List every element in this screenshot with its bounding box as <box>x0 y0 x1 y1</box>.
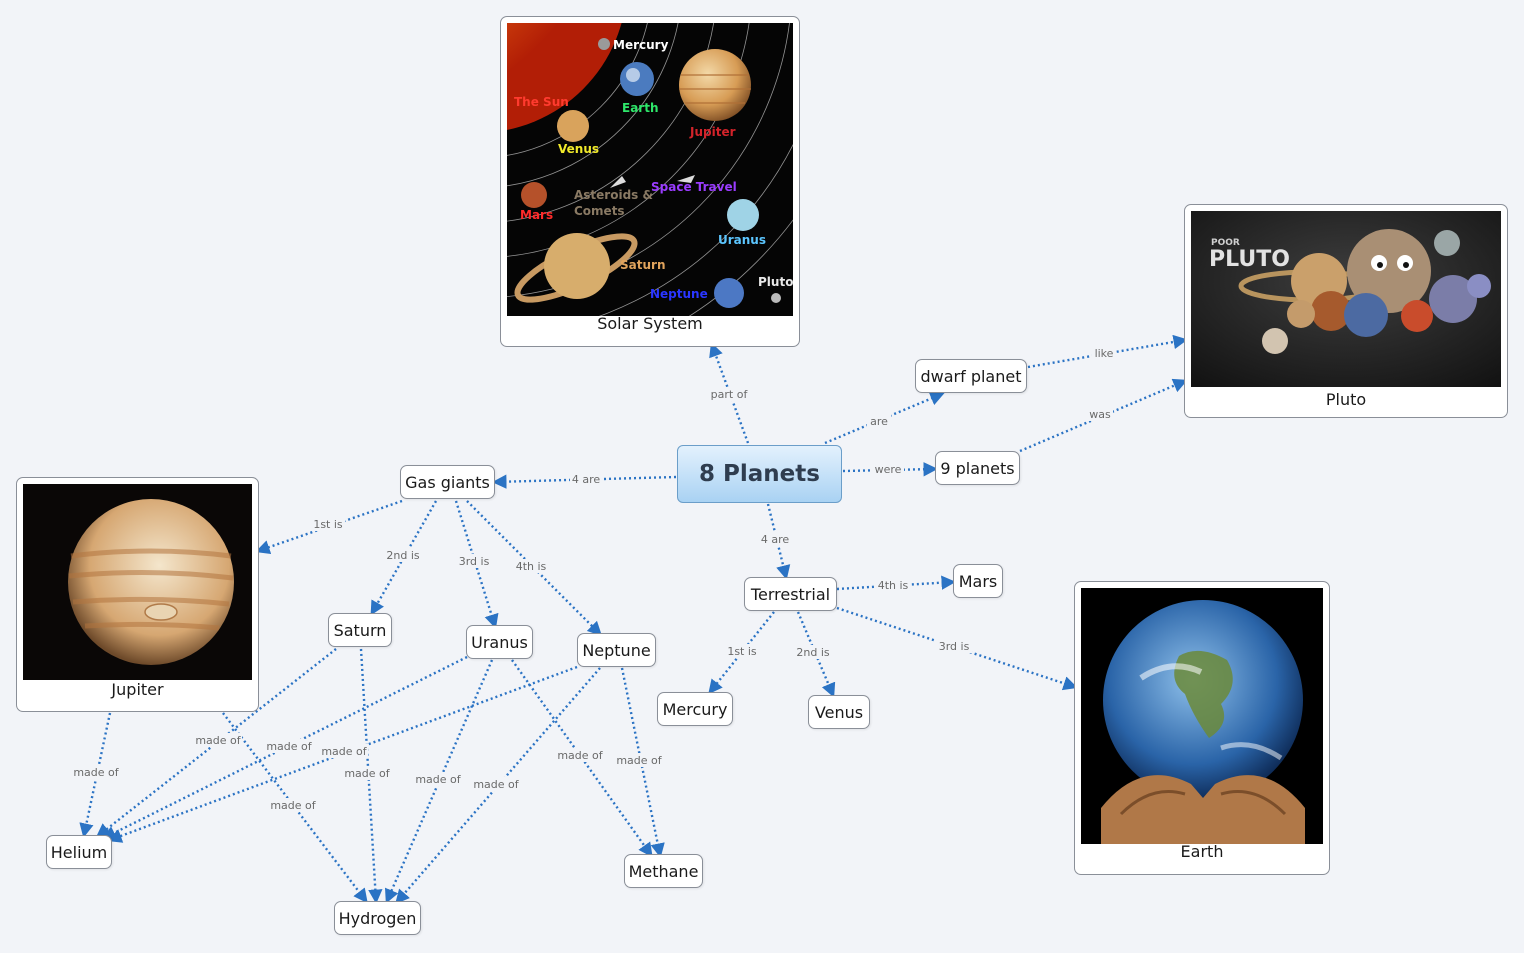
ss-label-earth: Earth <box>622 101 659 115</box>
card-jupiter[interactable]: Jupiter <box>16 477 259 712</box>
card-pluto[interactable]: POOR PLUTO Pluto <box>1184 204 1508 418</box>
node-venus[interactable]: Venus <box>808 695 870 729</box>
pluto-image-text-1: POOR <box>1211 238 1240 248</box>
label-1st-is-jupiter: 1st is <box>313 518 343 531</box>
label-made-of-uranus-hydrogen: made of <box>415 773 461 786</box>
edge-4th-is-neptune <box>466 500 603 637</box>
label-were: were <box>875 463 902 476</box>
ss-label-asteroids-2: Comets <box>574 204 625 218</box>
label-made-of-uranus-helium: made of <box>266 740 312 753</box>
edge-like <box>1027 334 1188 369</box>
label-made-of-jupiter-hydrogen: made of <box>270 799 316 812</box>
label-4-are-gas: 4 are <box>572 473 601 486</box>
edge-are <box>824 391 945 445</box>
label-made-of-uranus-methane: made of <box>557 749 603 762</box>
label-like: like <box>1095 347 1114 360</box>
pluto-image-text-2: PLUTO <box>1209 247 1290 272</box>
label-made-of-jupiter-helium: made of <box>73 766 119 779</box>
node-saturn[interactable]: Saturn <box>328 613 392 647</box>
edge-neptune-helium <box>107 665 578 843</box>
node-mercury[interactable]: Mercury <box>657 692 733 726</box>
label-4-are-terrestrial: 4 are <box>761 533 790 546</box>
node-neptune[interactable]: Neptune <box>577 633 656 667</box>
card-solar-system[interactable]: Mercury The Sun Earth Jupiter Venus Aste… <box>500 16 800 347</box>
label-part-of: part of <box>711 388 749 401</box>
ss-label-uranus: Uranus <box>718 233 766 247</box>
node-dwarf-planet[interactable]: dwarf planet <box>915 359 1027 393</box>
ss-label-mars: Mars <box>520 208 553 222</box>
label-4th-is-mars: 4th is <box>878 579 909 592</box>
edge-jupiter-helium <box>79 712 112 838</box>
ss-label-mercury: Mercury <box>613 38 669 52</box>
solar-system-image: Mercury The Sun Earth Jupiter Venus Aste… <box>507 23 793 316</box>
edge-labels: part of are were 4 are 4 are like was 1s… <box>72 346 1116 812</box>
caption-pluto: Pluto <box>1325 390 1367 409</box>
ss-label-space-travel: Space Travel <box>651 180 737 194</box>
sun-shape <box>507 23 622 130</box>
jupiter-image <box>23 484 252 680</box>
label-3rd-is-uranus: 3rd is <box>459 555 490 568</box>
caption-earth: Earth <box>1180 842 1224 861</box>
label-was: was <box>1089 408 1111 421</box>
node-mars[interactable]: Mars <box>953 564 1003 598</box>
node-helium[interactable]: Helium <box>46 835 112 869</box>
label-1st-is-mercury: 1st is <box>727 645 757 658</box>
ss-label-neptune: Neptune <box>650 287 708 301</box>
label-made-of-neptune-methane: made of <box>616 754 662 767</box>
caption-solar-system: Solar System <box>597 314 703 333</box>
ss-label-asteroids-1: Asteroids & <box>574 188 653 202</box>
label-3rd-is-earth: 3rd is <box>939 640 970 653</box>
node-terrestrial[interactable]: Terrestrial <box>744 577 837 611</box>
label-made-of-neptune-hydrogen: made of <box>473 778 519 791</box>
edge-jupiter-hydrogen <box>222 712 368 904</box>
node-hydrogen[interactable]: Hydrogen <box>334 901 421 935</box>
node-9-planets[interactable]: 9 planets <box>935 451 1020 485</box>
label-made-of-saturn-helium: made of <box>195 734 241 747</box>
label-are: are <box>870 415 888 428</box>
label-2nd-is-venus: 2nd is <box>796 646 830 659</box>
label-2nd-is-saturn: 2nd is <box>386 549 420 562</box>
ss-label-jupiter: Jupiter <box>689 125 736 139</box>
ss-label-venus: Venus <box>558 142 599 156</box>
ss-label-pluto: Pluto <box>758 275 793 289</box>
label-made-of-neptune-helium: made of <box>321 745 367 758</box>
node-methane[interactable]: Methane <box>624 854 703 888</box>
caption-jupiter: Jupiter <box>111 680 164 699</box>
edge-4th-is-mars <box>836 575 956 591</box>
node-uranus[interactable]: Uranus <box>466 625 533 659</box>
label-made-of-saturn-hydrogen: made of <box>344 767 390 780</box>
label-4th-is-neptune: 4th is <box>516 560 547 573</box>
ss-label-saturn: Saturn <box>620 258 665 272</box>
card-earth[interactable]: Earth <box>1074 581 1330 875</box>
pluto-image: POOR PLUTO <box>1191 211 1501 387</box>
central-node[interactable]: 8 Planets <box>677 445 842 503</box>
earth-image <box>1081 588 1323 844</box>
ss-label-sun: The Sun <box>514 95 569 109</box>
node-gas-giants[interactable]: Gas giants <box>400 465 495 499</box>
edge-neptune-hydrogen <box>395 667 601 905</box>
edge-2nd-is-saturn <box>370 500 438 616</box>
